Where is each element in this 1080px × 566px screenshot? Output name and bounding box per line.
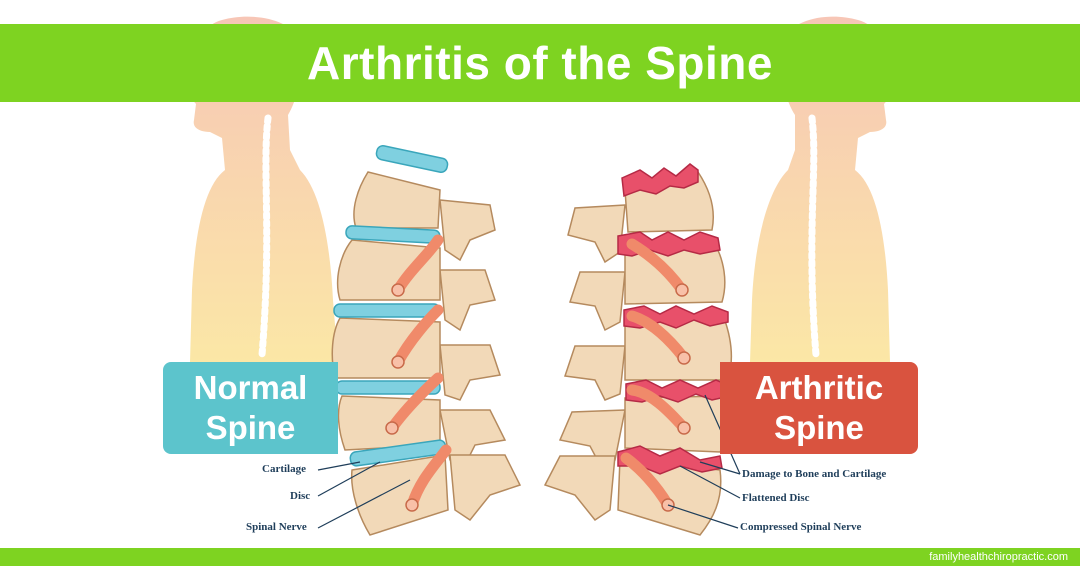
arthritic-spine bbox=[543, 163, 733, 536]
footer-banner bbox=[0, 548, 1080, 566]
callout-damage-bone-cartilage: Damage to Bone and Cartilage bbox=[742, 468, 887, 480]
arthritic-label-line2: Spine bbox=[774, 409, 864, 446]
callout-cartilage: Cartilage bbox=[262, 463, 306, 475]
normal-spine bbox=[331, 145, 522, 536]
callout-compressed-nerve: Compressed Spinal Nerve bbox=[740, 521, 862, 533]
callout-disc: Disc bbox=[290, 490, 311, 502]
page-title: Arthritis of the Spine bbox=[307, 37, 773, 89]
arthritic-label-line1: Arthritic bbox=[754, 369, 884, 406]
right-mini-spine bbox=[808, 114, 820, 359]
arthritic-spine-label: Arthritic Spine bbox=[720, 362, 918, 454]
normal-spine-label: Normal Spine bbox=[163, 362, 338, 454]
footer-url: familyhealthchiropractic.com bbox=[929, 551, 1068, 563]
right-person-silhouette bbox=[750, 16, 892, 363]
normal-label-line2: Spine bbox=[205, 409, 296, 446]
left-mini-spine bbox=[258, 114, 272, 359]
normal-label-line1: Normal bbox=[193, 369, 308, 406]
title-banner bbox=[0, 24, 1080, 102]
callout-spinal-nerve: Spinal Nerve bbox=[246, 521, 307, 533]
callout-flattened-disc: Flattened Disc bbox=[742, 492, 810, 504]
